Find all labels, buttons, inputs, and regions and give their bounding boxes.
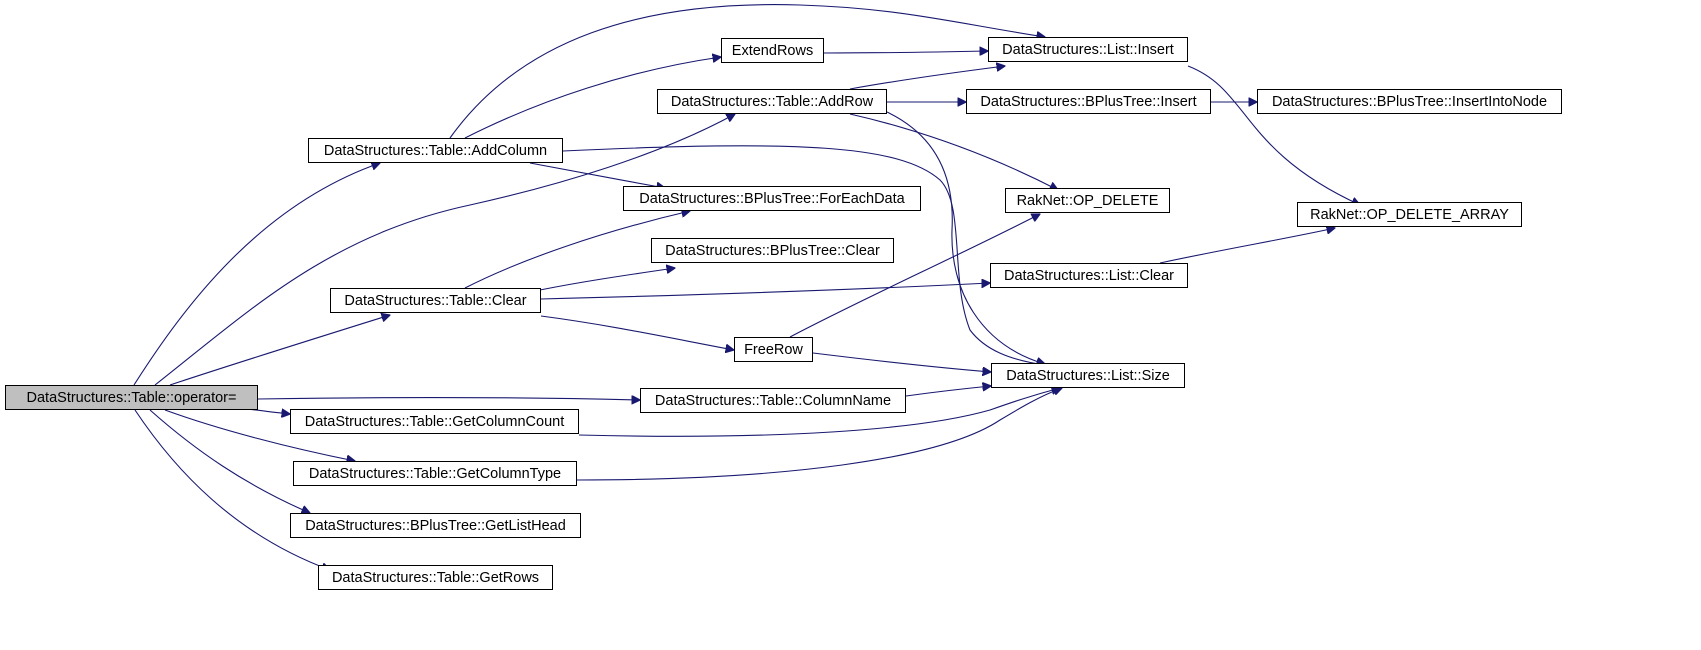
node-bplustree-insertintonode[interactable]: DataStructures::BPlusTree::InsertIntoNod… (1257, 89, 1562, 114)
node-freerow[interactable]: FreeRow (734, 337, 813, 362)
node-raknet-op-delete-array[interactable]: RakNet::OP_DELETE_ARRAY (1297, 202, 1522, 227)
edge-addcolumn-to-bpt-foreachdata (529, 162, 665, 188)
edge-freerow-to-op-delete (789, 214, 1040, 338)
edge-op-assign-to-getrows (134, 409, 330, 570)
edge-getcolumntype-to-list-size (576, 388, 1062, 481)
edge-addcolumn-to-extendrows (464, 57, 721, 139)
edge-list-insert-to-op-delete-array (1187, 65, 1360, 205)
node-bplustree-clear[interactable]: DataStructures::BPlusTree::Clear (651, 238, 894, 263)
edge-addcolumn-to-list-size (562, 145, 1045, 365)
edge-getcolumncount-to-list-size (578, 388, 1060, 437)
node-table-addcolumn[interactable]: DataStructures::Table::AddColumn (308, 138, 563, 163)
edge-op-assign-to-addrow (154, 114, 735, 386)
edge-table-clear-to-list-clear (540, 283, 990, 300)
node-table-operator-assign: DataStructures::Table::operator= (5, 385, 258, 410)
edge-freerow-to-list-size (812, 352, 991, 372)
node-raknet-op-delete[interactable]: RakNet::OP_DELETE (1005, 188, 1170, 213)
node-extendrows[interactable]: ExtendRows (721, 38, 824, 63)
edge-table-clear-to-freerow (540, 315, 734, 350)
edge-table-clear-to-bpt-foreachdata (464, 211, 690, 289)
edge-addrow-to-op-delete (849, 113, 1058, 190)
edge-op-assign-to-addcolumn (133, 163, 380, 386)
node-table-columnname[interactable]: DataStructures::Table::ColumnName (640, 388, 906, 413)
node-bplustree-foreachdata[interactable]: DataStructures::BPlusTree::ForEachData (623, 186, 921, 211)
edge-addrow-to-list-size (886, 111, 1045, 364)
edge-op-assign-to-columnname (257, 398, 640, 400)
node-list-size[interactable]: DataStructures::List::Size (991, 363, 1185, 388)
node-table-getcolumntype[interactable]: DataStructures::Table::GetColumnType (293, 461, 577, 486)
node-list-clear[interactable]: DataStructures::List::Clear (990, 263, 1188, 288)
node-list-insert[interactable]: DataStructures::List::Insert (988, 37, 1188, 62)
edge-list-clear-to-op-delete-array (1159, 228, 1335, 264)
edge-table-clear-to-bpt-clear (539, 268, 675, 291)
edge-op-assign-to-table-clear (169, 315, 390, 386)
node-table-addrow[interactable]: DataStructures::Table::AddRow (657, 89, 887, 114)
edge-columnname-to-list-size (905, 386, 991, 397)
node-table-clear[interactable]: DataStructures::Table::Clear (330, 288, 541, 313)
edge-op-assign-to-bpt-getlisthead (149, 409, 310, 513)
edge-op-assign-to-getcolumntype (164, 409, 355, 461)
node-bplustree-insert[interactable]: DataStructures::BPlusTree::Insert (966, 89, 1211, 114)
edge-addrow-to-list-insert (849, 66, 1005, 90)
edge-extendrows-to-list-insert (823, 51, 988, 53)
edge-addcolumn-to-list-insert (449, 4, 1045, 139)
node-bplustree-getlisthead[interactable]: DataStructures::BPlusTree::GetListHead (290, 513, 581, 538)
node-table-getrows[interactable]: DataStructures::Table::GetRows (318, 565, 553, 590)
node-table-getcolumncount[interactable]: DataStructures::Table::GetColumnCount (290, 409, 579, 434)
